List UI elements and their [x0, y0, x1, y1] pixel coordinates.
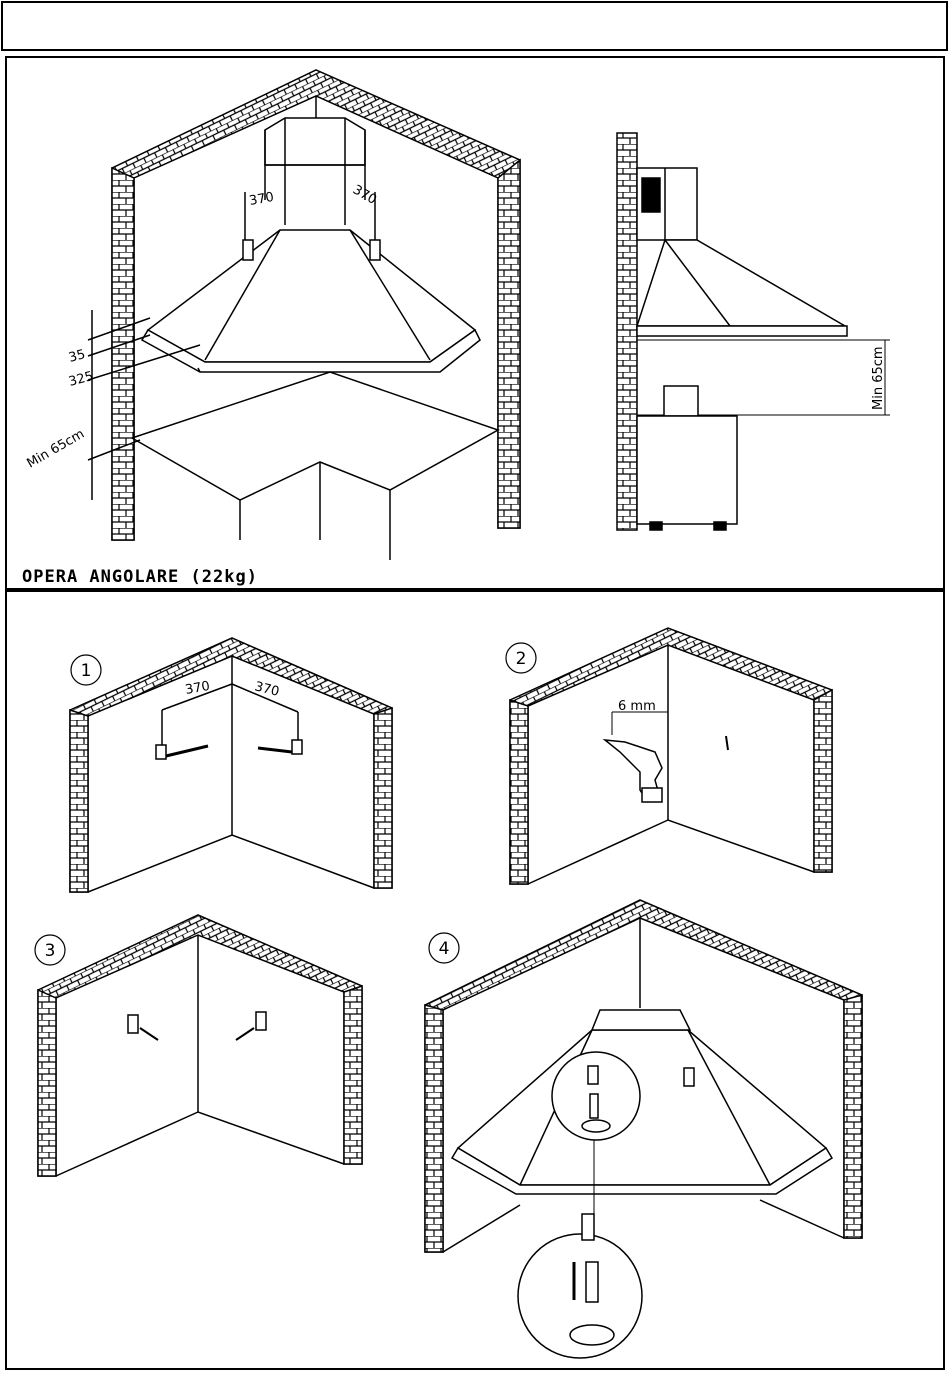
step-2-drill-size: 6 mm	[618, 699, 656, 714]
step-1-diagram	[70, 638, 392, 892]
model-caption: OPERA ANGOLARE (22kg)	[22, 567, 258, 587]
dim-325: 325	[67, 369, 95, 390]
side-view	[617, 133, 890, 530]
dim-left-370: 370	[248, 190, 275, 209]
step-3-number: 3	[45, 941, 56, 961]
dim-min-65-left: Min 65cm	[25, 427, 88, 472]
dim-35: 35	[67, 347, 87, 366]
corner-hood-view	[88, 70, 520, 560]
step-3-diagram	[38, 915, 362, 1176]
step-4-diagram	[425, 900, 862, 1358]
step-2-diagram	[510, 628, 832, 884]
dim-min-65-side: Min 65cm	[871, 346, 886, 410]
step-1-dim-left: 370	[184, 679, 211, 698]
step-4-number: 4	[439, 939, 450, 959]
step-1-dim-right: 370	[253, 679, 281, 700]
step-2-number: 2	[516, 649, 527, 669]
step-1-number: 1	[81, 661, 92, 681]
